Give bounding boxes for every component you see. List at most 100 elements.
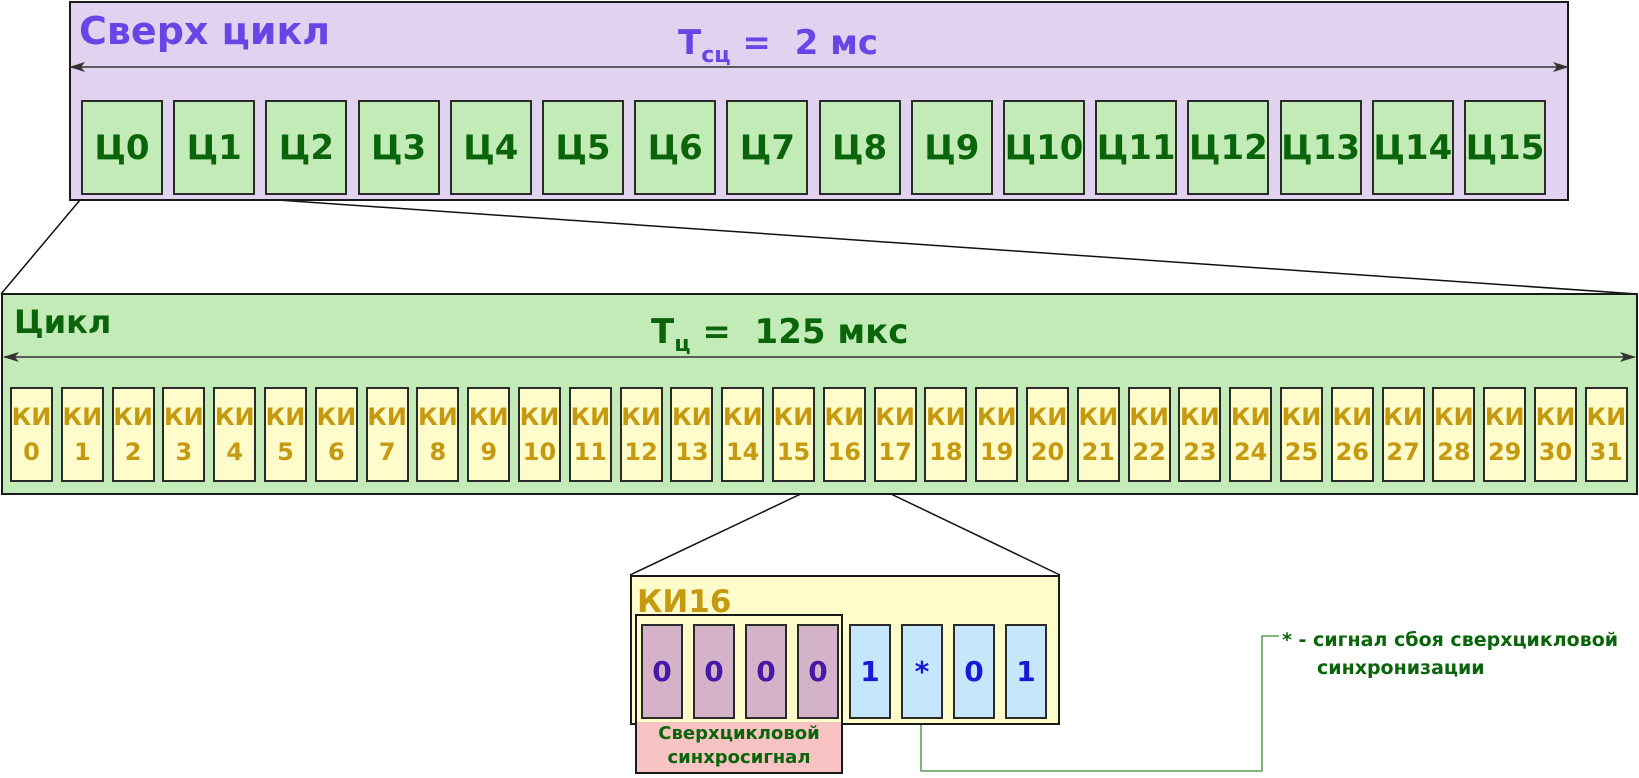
timeslot-number: 1: [73, 437, 91, 466]
timeslot-prefix: КИ: [1484, 402, 1525, 431]
timeslot: КИ 2: [111, 387, 155, 482]
timeslot-prefix: КИ: [672, 402, 712, 431]
superframe-slot: Ц11: [1095, 100, 1178, 195]
timeslot-number: 4: [226, 437, 244, 466]
timeslot-prefix: КИ: [316, 402, 357, 431]
footnote-line2: синхронизации: [1317, 657, 1485, 679]
timeslot-prefix: КИ: [214, 402, 255, 431]
timeslot-number: 19: [979, 437, 1014, 466]
timeslot-number: 31: [1589, 437, 1623, 466]
timeslot-prefix: КИ: [1586, 402, 1627, 431]
timeslot-prefix: КИ: [1180, 402, 1220, 431]
timeslot-number: 14: [725, 437, 760, 466]
superframe-period-equals: =: [742, 23, 771, 63]
frame-title: Цикл: [14, 303, 112, 341]
superframe-slot: Ц14: [1371, 100, 1454, 195]
timeslot: КИ 14: [721, 387, 765, 482]
timeslot-prefix: КИ: [722, 402, 763, 431]
superframe-title: Сверх цикл: [79, 9, 331, 53]
timeslot-prefix: КИ: [1027, 402, 1068, 431]
timeslot-number: 0: [23, 437, 40, 466]
timeslot-prefix: КИ: [11, 402, 52, 431]
superframe-slot: Ц6: [634, 100, 717, 195]
timeslot: КИ 0: [10, 387, 53, 482]
timeslot: КИ 13: [670, 387, 714, 482]
ts16-bit: *: [901, 624, 943, 719]
timeslot: КИ 6: [314, 387, 358, 482]
superframe-slot: Ц0: [81, 100, 163, 195]
timeslot-prefix: КИ: [824, 402, 865, 431]
timeslot-prefix: КИ: [621, 402, 661, 431]
frame-period-subscript: ц: [674, 332, 691, 357]
zoom-lines-frame-to-ts16: [629, 481, 1061, 576]
timeslot-number: 9: [480, 437, 498, 466]
timeslot-prefix: КИ: [1129, 402, 1169, 431]
timeslot-prefix: КИ: [1332, 402, 1373, 431]
timeslot: КИ 4: [213, 387, 257, 482]
superframe-slot: Ц2: [265, 100, 348, 195]
timeslot-number: 13: [675, 437, 709, 466]
superframe-slot: Ц10: [1003, 100, 1085, 195]
timeslot: КИ 24: [1229, 387, 1273, 482]
ts16-bit: 0: [953, 624, 995, 719]
timeslot-number: 6: [327, 437, 345, 466]
superframe-slot: Ц12: [1187, 100, 1270, 195]
mfas-label-line1: Сверхцикловой: [658, 723, 820, 744]
superframe-slot: Ц9: [910, 100, 993, 195]
footnote: * - сигнал сбоя сверхцикловой синхрониза…: [1282, 626, 1618, 682]
superframe-slot: Ц13: [1279, 100, 1362, 195]
mfas-label-line2: синхросигнал: [667, 747, 811, 768]
superframe-slot: Ц7: [726, 100, 809, 195]
timeslot-number: 28: [1437, 437, 1471, 466]
timeslot-prefix: КИ: [1230, 402, 1271, 431]
superframe-period-value: 2 мс: [794, 23, 879, 63]
timeslot-number: 8: [429, 437, 447, 466]
superframe-slot: Ц3: [357, 100, 440, 195]
timeslot-number: 2: [124, 437, 142, 466]
timeslot: КИ 1: [60, 387, 104, 482]
superframe-period-subscript: сц: [701, 43, 731, 68]
timeslot-number: 7: [378, 437, 396, 466]
timeslot-number: 24: [1233, 437, 1268, 466]
timeslot-prefix: КИ: [570, 402, 611, 431]
timeslot-number: 18: [929, 437, 963, 466]
zoom-lines-superframe-to-frame: [0, 191, 1638, 295]
superframe-slot: Ц15: [1464, 100, 1546, 195]
timeslot-prefix: КИ: [113, 402, 153, 431]
timeslot-number: 27: [1386, 437, 1420, 466]
timeslot-number: 17: [878, 437, 912, 466]
timeslot-number: 25: [1284, 437, 1319, 466]
timeslot-prefix: КИ: [265, 402, 306, 431]
timeslot-prefix: КИ: [1535, 402, 1576, 431]
superframe-slot: Ц5: [542, 100, 624, 195]
ts16-bit: 0: [745, 624, 787, 719]
superframe-slot: Ц1: [173, 100, 256, 195]
timeslot-prefix: КИ: [875, 402, 915, 431]
ts16-bit: 0: [641, 624, 683, 719]
ts16-bit: 1: [1005, 624, 1047, 719]
frame-period-symbol: T: [651, 312, 675, 352]
mfas-label: Сверхцикловой синхросигнал: [635, 722, 843, 774]
ts16-bit: 1: [849, 624, 891, 719]
timeslot-prefix: КИ: [773, 402, 814, 431]
superframe-slot: Ц4: [449, 100, 532, 195]
frame-period: Tц = 125 мкс: [651, 312, 908, 357]
timeslot-prefix: КИ: [62, 402, 103, 431]
timeslot-prefix: КИ: [519, 402, 560, 431]
timeslot-number: 12: [624, 437, 658, 466]
